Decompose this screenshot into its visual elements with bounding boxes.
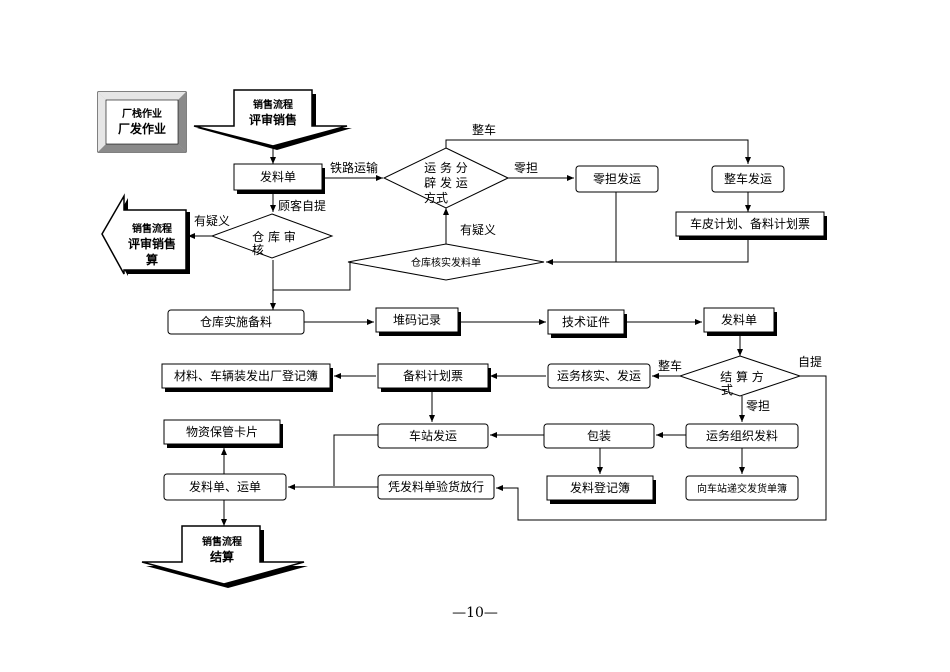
svg-text:备料计划票: 备料计划票 xyxy=(403,369,463,383)
bottom-arrow-line2: 结算 xyxy=(210,549,234,564)
svg-text:凭发料单验货放行: 凭发料单验货放行 xyxy=(388,479,484,494)
svg-text:零担发运: 零担发运 xyxy=(593,171,641,186)
node-issue-slip-1: 发料单 xyxy=(233,163,325,194)
node-issue-slip-2: 发料单 xyxy=(703,307,777,336)
left-arrow-line2: 评审销售 xyxy=(128,236,176,251)
svg-text:车皮计划、备料计划票: 车皮计划、备料计划票 xyxy=(690,216,810,231)
node-warehouse-verify: 仓库核实发料单 xyxy=(347,243,545,281)
node-station-dispatch: 车站发运 xyxy=(377,423,489,449)
node-transport-org: 运务组织发料 xyxy=(685,423,799,449)
node-transport-verify: 运务核实、发运 xyxy=(547,363,651,389)
label-ltl-2: 零担 xyxy=(746,399,770,413)
label-full-car-mid: 整车 xyxy=(658,358,682,373)
top-arrow-line2: 评审销售 xyxy=(249,112,297,127)
sidebar-line1: 厂栈作业 xyxy=(122,107,162,120)
label-doubt-left: 有疑义 xyxy=(194,213,230,228)
sidebar-box: 厂栈作业 厂发作业 xyxy=(97,91,187,153)
svg-text:向车站递交发货单簿: 向车站递交发货单簿 xyxy=(697,482,787,495)
svg-text:式: 式 xyxy=(721,383,733,397)
label-railway: 铁路运输 xyxy=(330,160,378,175)
svg-text:运务组织发料: 运务组织发料 xyxy=(706,428,778,443)
node-ltl-dispatch: 零担发运 xyxy=(575,165,659,193)
node-exit-register: 材料、车辆装发出厂登记簿 xyxy=(161,363,333,392)
connectors xyxy=(188,139,827,526)
label-doubt-mid: 有疑义 xyxy=(460,222,496,237)
svg-text:方式: 方式 xyxy=(424,190,448,205)
node-warehouse-review: 仓 库 审 核 xyxy=(210,213,334,259)
bottom-arrow-line1: 销售流程 xyxy=(202,535,242,548)
node-issue-register: 发料登记簿 xyxy=(546,475,656,504)
svg-text:结 算 方: 结 算 方 xyxy=(720,369,764,384)
label-customer-pickup: 顾客自提 xyxy=(278,198,326,213)
svg-text:仓库实施备料: 仓库实施备料 xyxy=(200,314,272,329)
node-voucher-release: 凭发料单验货放行 xyxy=(377,474,495,500)
svg-text:发料单、运单: 发料单、运单 xyxy=(189,479,261,494)
node-transport-diamond: 运 务 分 辟 发 运 方式 xyxy=(382,147,510,209)
svg-text:整车发运: 整车发运 xyxy=(724,171,772,186)
left-arrow-line1: 销售流程 xyxy=(132,222,172,235)
node-full-dispatch: 整车发运 xyxy=(711,165,785,193)
svg-text:材料、车辆装发出厂登记簿: 材料、车辆装发出厂登记簿 xyxy=(174,368,318,383)
node-tech-certificate: 技术证件 xyxy=(547,309,627,338)
svg-text:仓 库 审: 仓 库 审 xyxy=(252,229,296,244)
svg-text:车站发运: 车站发运 xyxy=(409,428,457,443)
node-issue-waybill: 发料单、运单 xyxy=(163,473,287,501)
node-asset-card: 物资保管卡片 xyxy=(163,419,283,448)
top-arrow-line1: 销售流程 xyxy=(253,98,293,111)
svg-text:核: 核 xyxy=(252,243,264,257)
svg-text:发料单: 发料单 xyxy=(260,169,296,184)
node-settlement-diamond: 结 算 方 式 xyxy=(678,355,802,397)
node-stacking-record: 堆码记录 xyxy=(375,307,461,336)
svg-text:发料单: 发料单 xyxy=(721,312,757,327)
node-packing: 包装 xyxy=(543,423,655,449)
left-arrow-line3: 算 xyxy=(146,252,158,267)
node-material-plan: 备料计划票 xyxy=(377,363,491,392)
page-number: —10— xyxy=(452,605,498,621)
svg-text:发料登记簿: 发料登记簿 xyxy=(570,480,630,495)
label-ltl: 零担 xyxy=(514,161,538,175)
svg-text:运务核实、发运: 运务核实、发运 xyxy=(557,368,641,383)
node-station-delivery: 向车站递交发货单簿 xyxy=(685,475,799,501)
sidebar-line2: 厂发作业 xyxy=(118,121,166,136)
svg-text:辟 发 运: 辟 发 运 xyxy=(424,175,468,190)
label-full-car-top: 整车 xyxy=(472,122,496,137)
top-process-arrow: 销售流程 评审销售 xyxy=(193,89,352,150)
svg-text:仓库核实发料单: 仓库核实发料单 xyxy=(411,256,481,269)
svg-text:技术证件: 技术证件 xyxy=(562,315,610,329)
svg-text:运 务 分: 运 务 分 xyxy=(424,160,468,175)
node-warehouse-prepare: 仓库实施备料 xyxy=(167,309,305,335)
left-process-arrow: 销售流程 评审销售 算 xyxy=(101,193,190,276)
bottom-process-arrow: 销售流程 结算 xyxy=(141,525,308,588)
label-self-pickup: 自提 xyxy=(798,354,822,369)
node-wagon-plan: 车皮计划、备料计划票 xyxy=(675,211,827,240)
svg-text:物资保管卡片: 物资保管卡片 xyxy=(186,424,258,439)
svg-text:堆码记录: 堆码记录 xyxy=(393,313,441,327)
svg-text:包装: 包装 xyxy=(587,429,611,443)
